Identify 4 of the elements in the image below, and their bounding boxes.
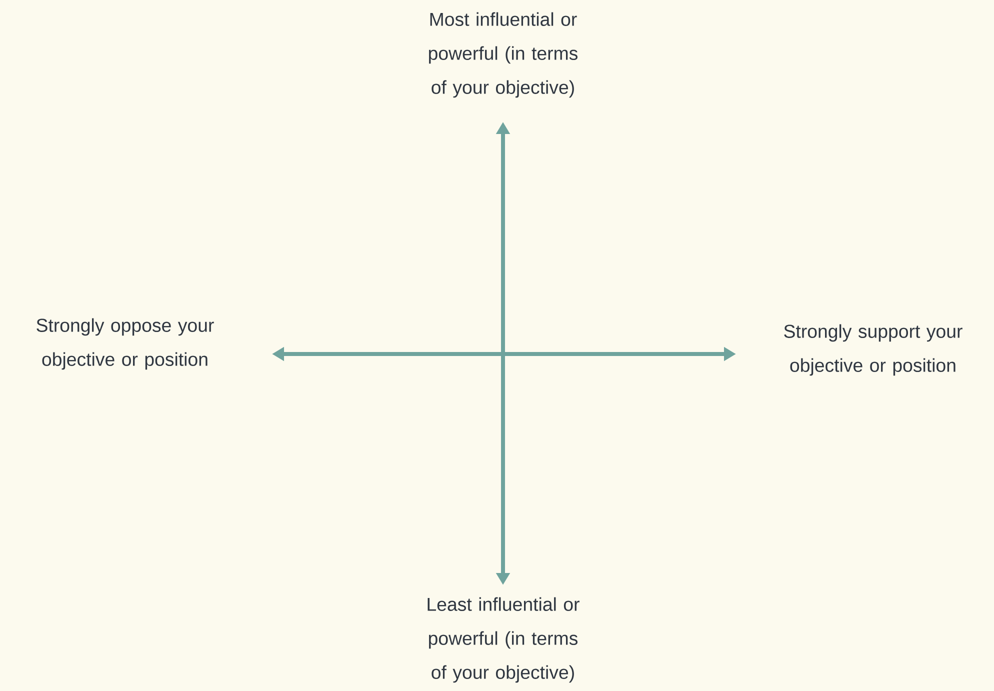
axis-label: Least influential or powerful (in terms of your objective)	[428, 597, 580, 683]
axis-label: Most influential or powerful (in terms of your objective)	[429, 12, 578, 98]
axis-label: Strongly oppose your objective or position	[36, 318, 214, 370]
axis-label: Strongly support your objective or position	[784, 324, 962, 376]
